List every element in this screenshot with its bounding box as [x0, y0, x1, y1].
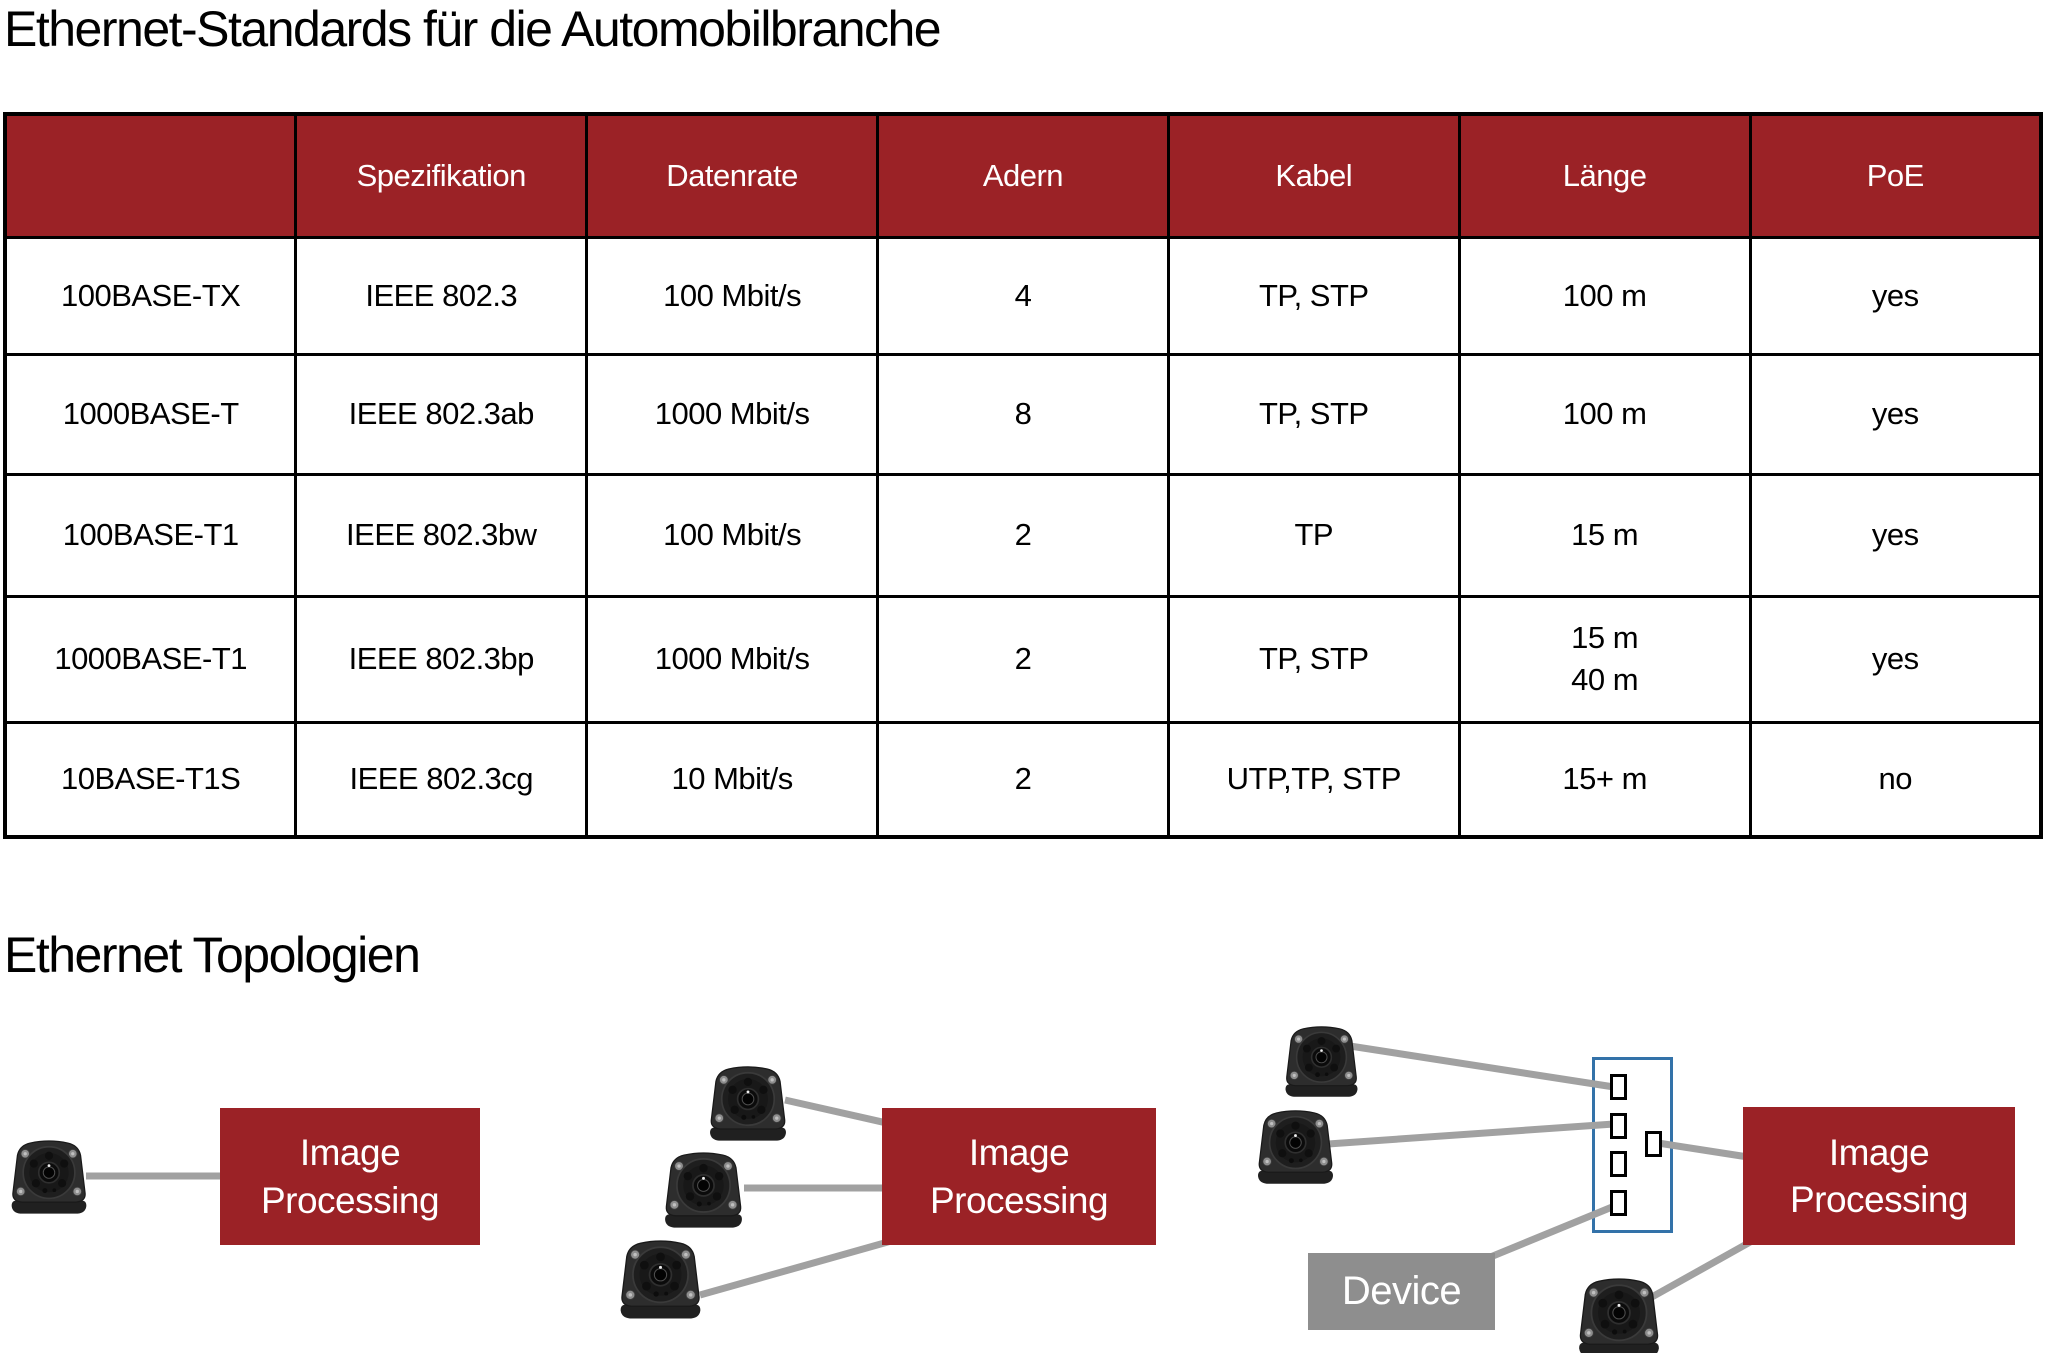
cell-adern: 2 — [876, 720, 1170, 839]
image-processing-box: Image Processing — [882, 1108, 1156, 1245]
ethernet-cable-line — [1650, 1237, 1754, 1301]
header-cell-laenge: Länge — [1457, 112, 1752, 239]
cell-laenge: 100 m — [1457, 352, 1752, 476]
vehicle-camera-icon — [10, 1140, 88, 1215]
cell-spezifikation: IEEE 802.3 — [294, 235, 589, 356]
cell-kabel: TP — [1166, 472, 1461, 598]
switch-port-icon — [1610, 1190, 1627, 1216]
table-row: 100BASE-TX IEEE 802.3 100 Mbit/s 4 TP, S… — [3, 235, 2043, 356]
vehicle-camera-icon — [619, 1240, 702, 1320]
cell-datenrate: 100 Mbit/s — [585, 472, 880, 598]
cell-standard: 100BASE-T1 — [3, 472, 298, 598]
image-processing-box: Image Processing — [220, 1108, 480, 1245]
image-processing-box: Image Processing — [1743, 1107, 2015, 1245]
table-row: 1000BASE-T1 IEEE 802.3bp 1000 Mbit/s 2 T… — [3, 594, 2043, 724]
cell-poe: yes — [1748, 472, 2043, 598]
page-title: Ethernet-Standards für die Automobilbran… — [4, 1, 942, 57]
cell-datenrate: 1000 Mbit/s — [585, 594, 880, 724]
cell-spezifikation: IEEE 802.3ab — [294, 352, 589, 476]
cell-laenge: 15 m 40 m — [1457, 594, 1752, 724]
cell-standard: 1000BASE-T — [3, 352, 298, 476]
cell-kabel: TP, STP — [1166, 235, 1461, 356]
cell-laenge: 15 m — [1457, 472, 1752, 598]
cell-datenrate: 100 Mbit/s — [585, 235, 880, 356]
vehicle-camera-icon — [664, 1152, 743, 1229]
cell-standard: 10BASE-T1S — [3, 720, 298, 839]
switch-port-icon — [1645, 1131, 1662, 1157]
vehicle-camera-icon — [709, 1066, 787, 1142]
ethernet-cable-line — [1349, 1042, 1615, 1091]
cell-kabel: TP, STP — [1166, 352, 1461, 476]
cell-spezifikation: IEEE 802.3cg — [294, 720, 589, 839]
cell-spezifikation: IEEE 802.3bw — [294, 472, 589, 598]
cell-poe: no — [1748, 720, 2043, 839]
cell-adern: 2 — [876, 594, 1170, 724]
cell-datenrate: 1000 Mbit/s — [585, 352, 880, 476]
header-cell-adern: Adern — [876, 112, 1170, 239]
cell-kabel: UTP,TP, STP — [1166, 720, 1461, 839]
cell-datenrate: 10 Mbit/s — [585, 720, 880, 839]
cell-adern: 4 — [876, 235, 1170, 356]
cell-spezifikation: IEEE 802.3bp — [294, 594, 589, 724]
cell-standard: 1000BASE-T1 — [3, 594, 298, 724]
cell-laenge: 15+ m — [1457, 720, 1752, 839]
vehicle-camera-icon — [1578, 1278, 1660, 1353]
table-header-row: Spezifikation Datenrate Adern Kabel Läng… — [3, 112, 2043, 239]
ethernet-cable-line — [1327, 1120, 1615, 1148]
vehicle-camera-icon — [1257, 1110, 1334, 1185]
header-cell-standard — [3, 112, 298, 239]
vehicle-camera-icon — [1284, 1026, 1359, 1098]
cell-standard: 100BASE-TX — [3, 235, 298, 356]
ethernet-cable-line — [699, 1234, 903, 1299]
header-cell-spezifikation: Spezifikation — [294, 112, 589, 239]
switch-port-icon — [1610, 1151, 1627, 1177]
switch-port-icon — [1610, 1074, 1627, 1100]
cell-poe: yes — [1748, 235, 2043, 356]
header-cell-poe: PoE — [1748, 112, 2043, 239]
switch-port-icon — [1610, 1113, 1627, 1139]
cell-adern: 2 — [876, 472, 1170, 598]
cell-poe: yes — [1748, 594, 2043, 724]
table-row: 1000BASE-T IEEE 802.3ab 1000 Mbit/s 8 TP… — [3, 352, 2043, 476]
cell-kabel: TP, STP — [1166, 594, 1461, 724]
table-row: 10BASE-T1S IEEE 802.3cg 10 Mbit/s 2 UTP,… — [3, 720, 2043, 839]
header-cell-datenrate: Datenrate — [585, 112, 880, 239]
section-title: Ethernet Topologien — [4, 927, 421, 983]
cell-laenge: 100 m — [1457, 235, 1752, 356]
header-cell-kabel: Kabel — [1166, 112, 1461, 239]
table-row: 100BASE-T1 IEEE 802.3bw 100 Mbit/s 2 TP … — [3, 472, 2043, 598]
cell-adern: 8 — [876, 352, 1170, 476]
cell-poe: yes — [1748, 352, 2043, 476]
device-box: Device — [1308, 1253, 1495, 1330]
ethernet-standards-table: Spezifikation Datenrate Adern Kabel Läng… — [3, 112, 2043, 839]
